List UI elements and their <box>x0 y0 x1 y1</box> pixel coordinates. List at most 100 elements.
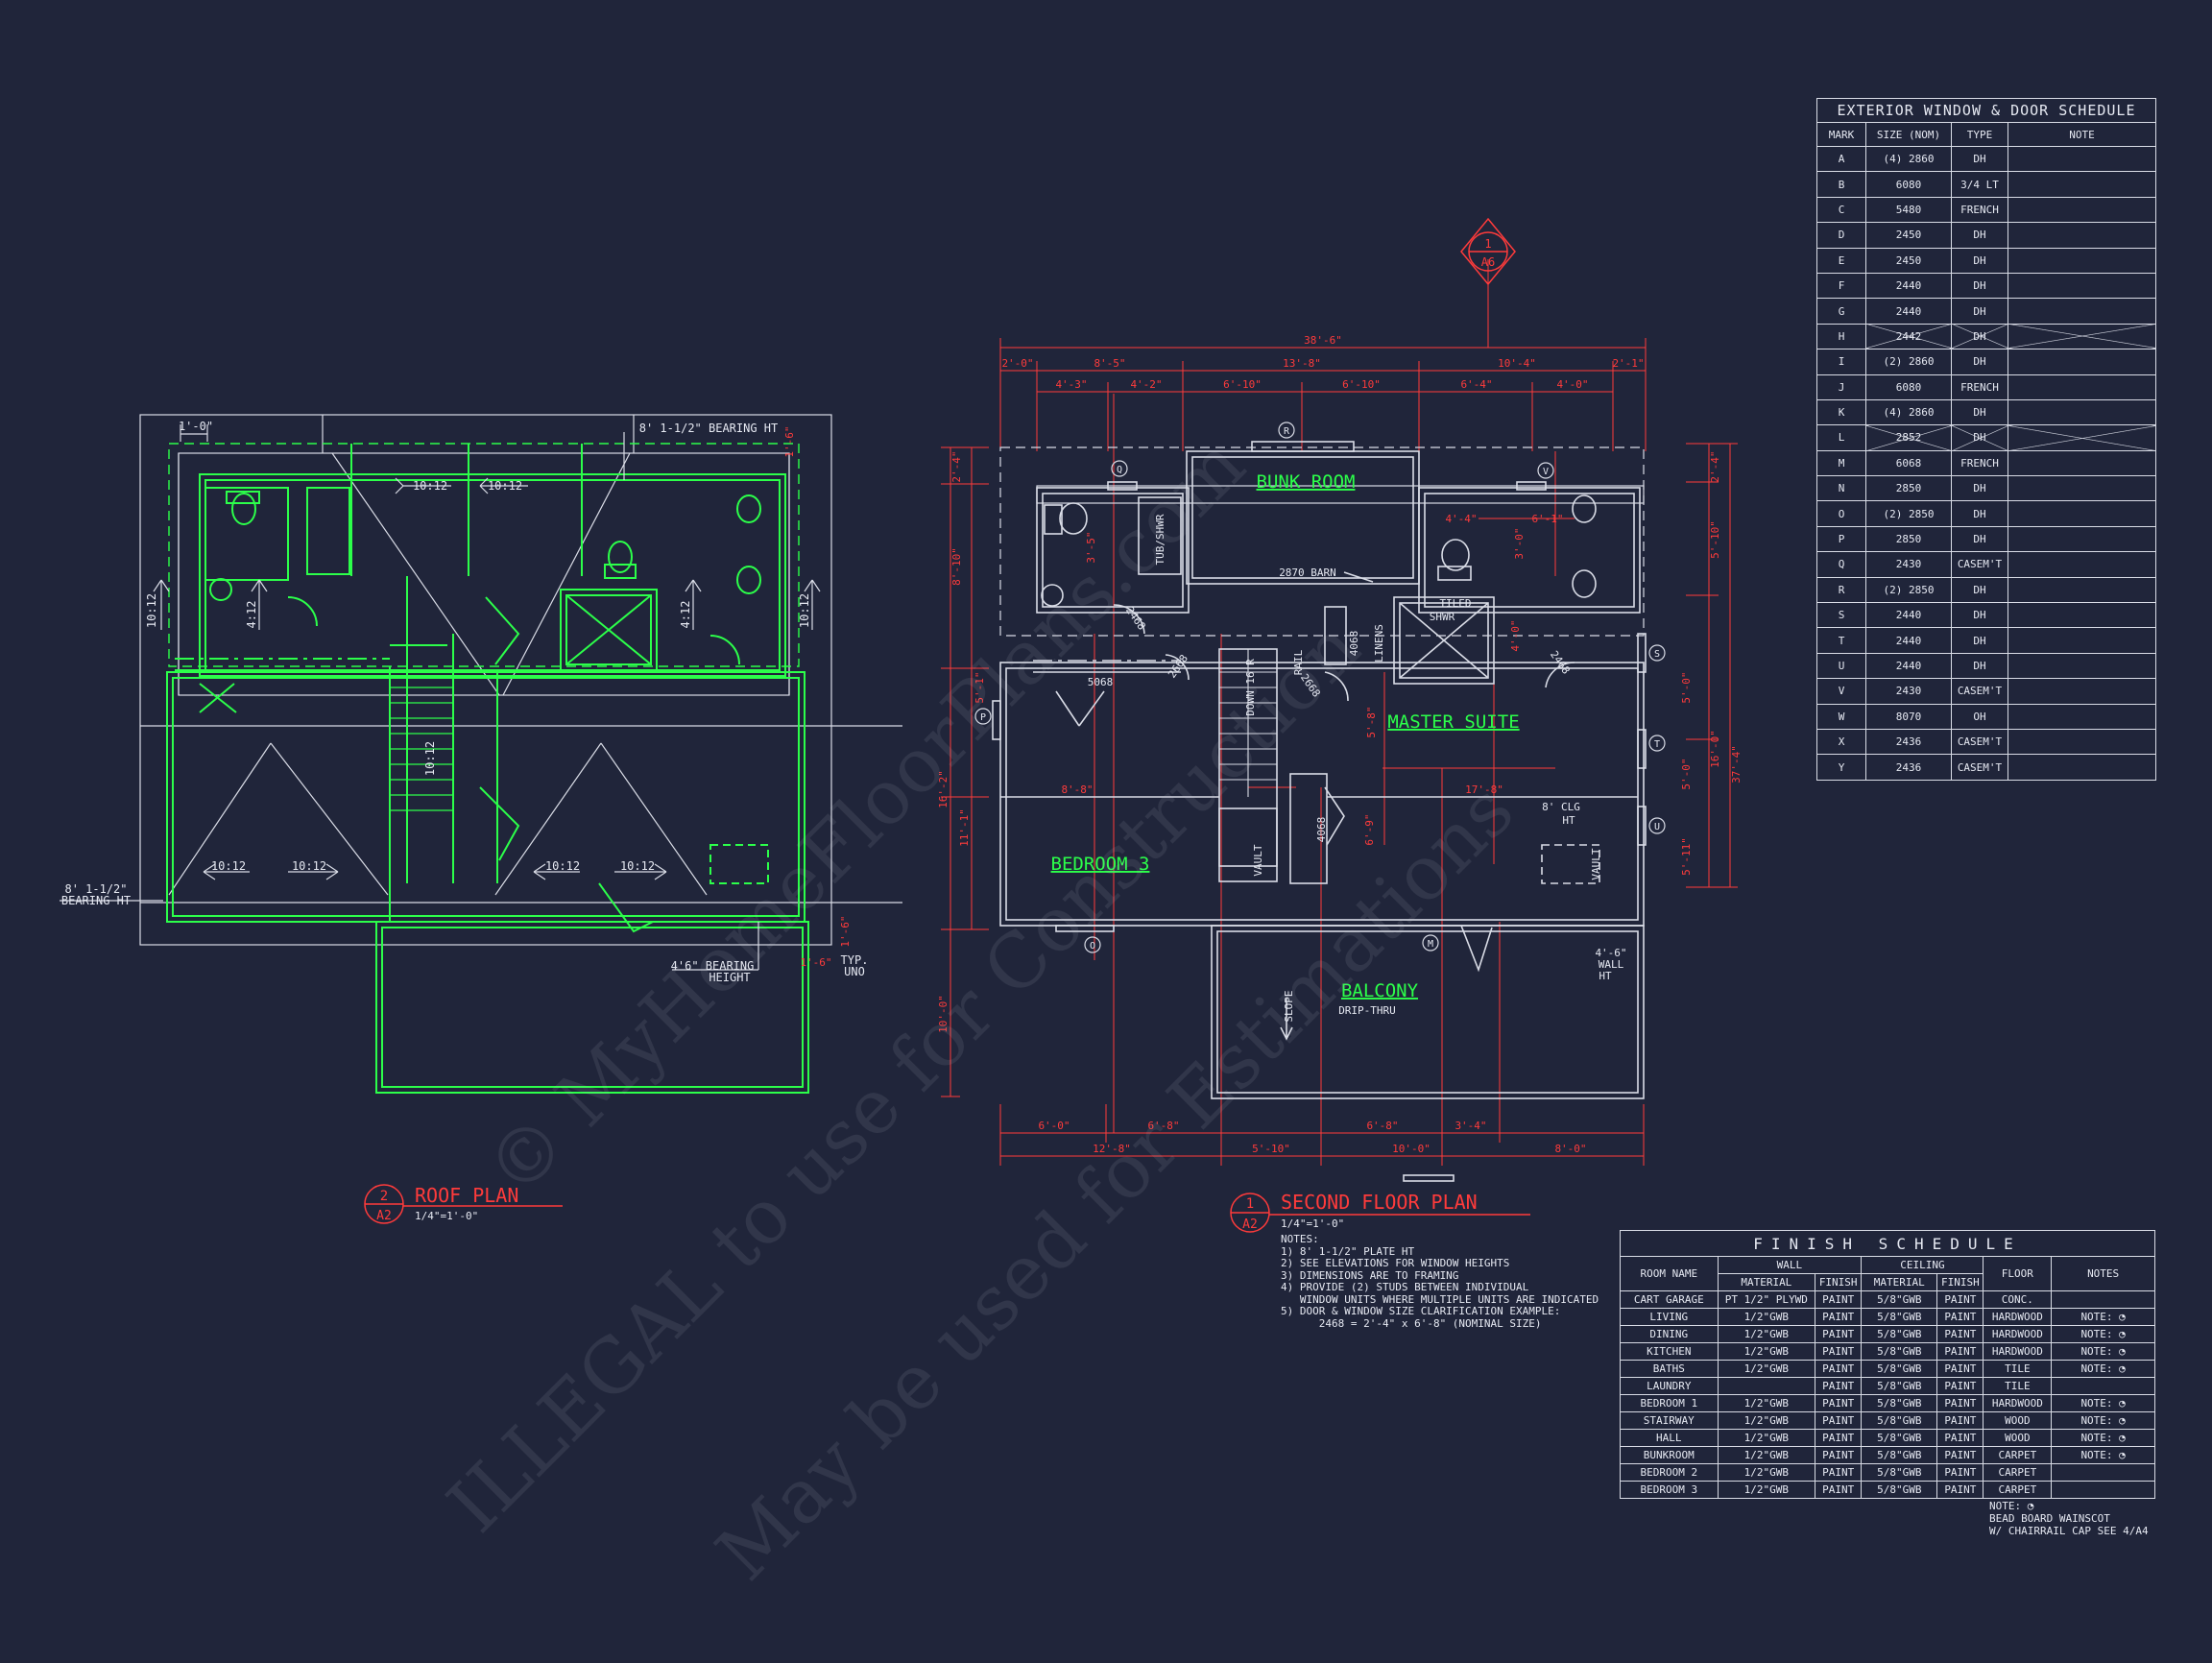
finish-schedule-cell: PAINT <box>1936 1360 1984 1378</box>
door-schedule-cell: DH <box>1951 525 2008 553</box>
door-schedule-cell: DH <box>1951 475 2008 502</box>
finish-schedule-cell: NOTE: ◔ <box>2051 1411 2155 1430</box>
door-schedule-cell: DH <box>1951 247 2008 274</box>
door-schedule-cell: DH <box>1951 323 2008 350</box>
door-schedule-cell: 2440 <box>1865 627 1952 654</box>
door-schedule-cell <box>2008 222 2156 249</box>
door-schedule-cell <box>2008 678 2156 705</box>
roof-pitch-label: 10:12 <box>798 593 811 628</box>
door-schedule-cell <box>2008 602 2156 629</box>
finish-schedule-cell: CARPET <box>1983 1446 2053 1464</box>
dim-left: 11'-1" <box>958 808 971 847</box>
door-schedule-cell: CASEM'T <box>1951 551 2008 578</box>
door-schedule-cell: K <box>1816 398 1866 426</box>
linens-label: LINENS <box>1373 624 1385 663</box>
finish-schedule-cell: 5/8"GWB <box>1861 1411 1938 1430</box>
note-item: 2) SEE ELEVATIONS FOR WINDOW HEIGHTS <box>1281 1257 1510 1269</box>
finish-schedule-cell: 5/8"GWB <box>1861 1325 1938 1343</box>
finish-note-heading: NOTE: ◔ <box>1989 1500 2034 1512</box>
roof-top-dim: 1'-0" <box>179 420 213 433</box>
finish-schedule-cell: PAINT <box>1815 1290 1863 1309</box>
door-schedule-cell: O <box>1816 500 1866 527</box>
finish-schedule-title: FINISH SCHEDULE <box>1620 1230 2155 1257</box>
dim-top: 6'-4" <box>1460 378 1492 391</box>
finish-schedule-cell: BATHS <box>1620 1360 1719 1378</box>
roof-pitch-label: 10:12 <box>292 859 326 873</box>
finish-schedule-cell: PAINT <box>1815 1411 1863 1430</box>
dim-inner: 5'-8" <box>1365 706 1378 737</box>
roof-pitch-label: 10:12 <box>423 741 437 776</box>
finish-schedule-cell: 1/2"GWB <box>1717 1342 1816 1361</box>
note-item: 5) DOOR & WINDOW SIZE CLARIFICATION EXAM… <box>1281 1305 1561 1317</box>
section-marker: 1 A6 <box>1460 217 1516 286</box>
finish-schedule-cell: PAINT <box>1936 1308 1984 1326</box>
door-schedule-cell: F <box>1816 272 1866 300</box>
dim-bottom: 8'-0" <box>1554 1143 1586 1155</box>
window-tag: R <box>1284 426 1290 437</box>
door-schedule-cell <box>2008 398 2156 426</box>
finish-schedule-cell: 1/2"GWB <box>1717 1308 1816 1326</box>
roof-dim-red-top: 1'-6" <box>783 425 796 457</box>
dim-top: 4'-3" <box>1055 378 1087 391</box>
finish-schedule-cell: PAINT <box>1815 1446 1863 1464</box>
dim-bottom: 12'-8" <box>1093 1143 1131 1155</box>
door-schedule-cell: DH <box>1951 145 2008 173</box>
finish-schedule-cell: PAINT <box>1815 1429 1863 1447</box>
door-schedule-cell: 5480 <box>1865 196 1952 224</box>
finish-schedule-cell: HARDWOOD <box>1983 1308 2053 1326</box>
door-schedule-cell: 2440 <box>1865 298 1952 325</box>
finish-schedule-cell: 1/2"GWB <box>1717 1411 1816 1430</box>
roof-pitch-label: 10:12 <box>145 593 158 628</box>
clg-label: 8' CLG <box>1542 801 1580 813</box>
finish-schedule-cell: 5/8"GWB <box>1861 1394 1938 1412</box>
door-schedule-cell <box>2008 500 2156 527</box>
finish-schedule-cell <box>2051 1377 2155 1395</box>
door-schedule-cell: DH <box>1951 424 2008 451</box>
dim-left: 16'-2" <box>937 770 950 808</box>
door-schedule-cell: 2436 <box>1865 754 1952 781</box>
finish-schedule-cell: PAINT <box>1936 1325 1984 1343</box>
door-schedule-cell: FRENCH <box>1951 449 2008 477</box>
door-schedule-cell: DH <box>1951 652 2008 680</box>
finish-schedule-cell <box>2051 1290 2155 1309</box>
door-schedule-cell <box>2008 247 2156 274</box>
dim-right: 5'-10" <box>1709 520 1721 559</box>
door-schedule-cell: B <box>1816 171 1866 198</box>
door-schedule-cell: OH <box>1951 703 2008 730</box>
tiled-label: TILED <box>1439 597 1471 610</box>
finish-schedule-cell: NOTE: ◔ <box>2051 1325 2155 1343</box>
door-schedule-cell <box>2008 449 2156 477</box>
door-4068-label: 4068 <box>1348 631 1360 657</box>
finish-schedule-cell: CARPET <box>1983 1481 2053 1499</box>
window-tag: O <box>1090 941 1095 952</box>
door-schedule-cell <box>2008 349 2156 375</box>
dim-bottom: 3'-4" <box>1455 1120 1486 1132</box>
barn-door-label: 2870 BARN <box>1279 566 1336 579</box>
second-floor-plan: 1 A6 <box>937 217 1743 1233</box>
door-schedule-cell <box>2008 323 2156 350</box>
finish-schedule-cell: HARDWOOD <box>1983 1342 2053 1361</box>
window-tag: T <box>1654 739 1660 750</box>
dim-inner: 6'-9" <box>1363 813 1376 845</box>
dim-bottom: 5'-10" <box>1252 1143 1290 1155</box>
door-schedule-cell: (2) 2860 <box>1865 349 1952 375</box>
vault-label: VAULT <box>1252 844 1264 876</box>
finish-schedule: FINISH SCHEDULE ROOM NAME WALL CEILING F… <box>1620 1230 2155 1499</box>
finish-header-ceiling: CEILING <box>1861 1256 1984 1274</box>
finish-schedule-cell: HALL <box>1620 1429 1719 1447</box>
window-tag: V <box>1543 467 1549 477</box>
finish-schedule-cell: 5/8"GWB <box>1861 1360 1938 1378</box>
door-schedule-cell: 3/4 LT <box>1951 171 2008 198</box>
window-tag: P <box>980 712 986 723</box>
door-schedule-cell <box>2008 703 2156 730</box>
door-schedule-cell: FRENCH <box>1951 196 2008 224</box>
door-schedule-cell: Q <box>1816 551 1866 578</box>
